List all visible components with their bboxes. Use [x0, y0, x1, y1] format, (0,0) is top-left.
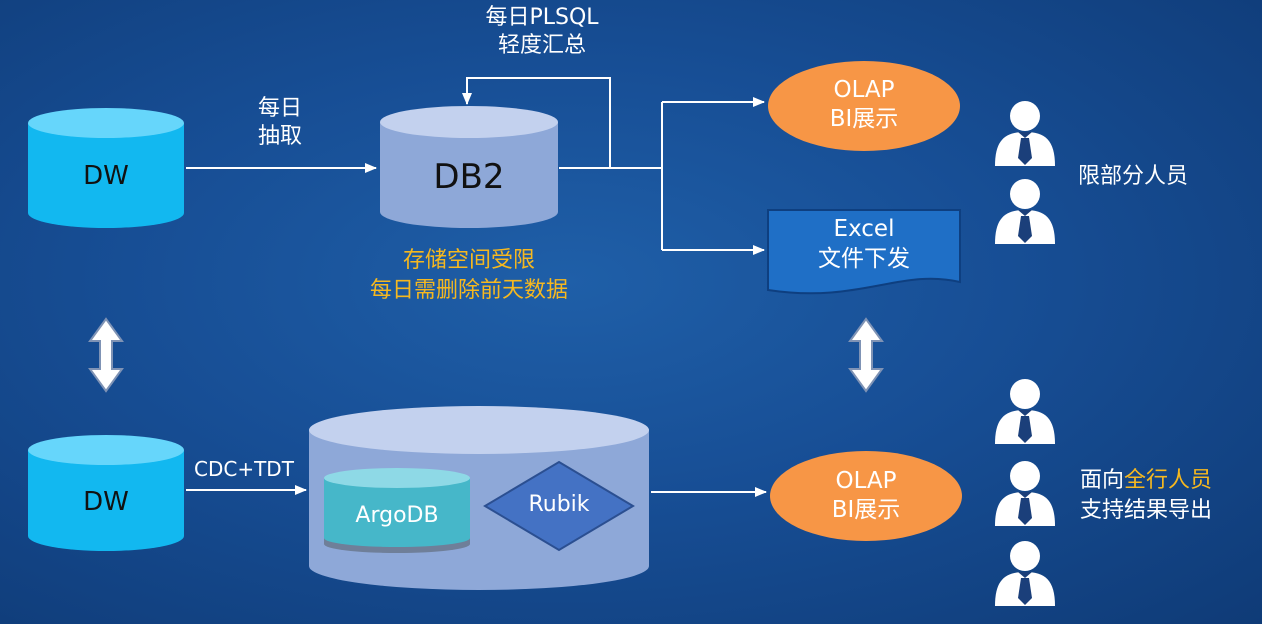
- dw-cylinder-bottom: [28, 435, 184, 551]
- person-icon: [995, 541, 1055, 606]
- dw-label-bottom: DW: [83, 487, 129, 517]
- excel-line2: 文件下发: [818, 246, 910, 272]
- audience-bottom: 面向全行人员 支持结果导出: [1080, 466, 1212, 526]
- storage-warning-line1: 存储空间受限: [402, 248, 535, 273]
- extract-label: 每日 抽取: [240, 95, 320, 151]
- plsql-label-line1: 每日PLSQL: [485, 5, 599, 30]
- olap-bottom-line2: BI展示: [831, 497, 901, 523]
- extract-label-line2: 抽取: [257, 124, 302, 149]
- person-icon: [995, 101, 1055, 166]
- plsql-label-line2: 轻度汇总: [497, 33, 586, 58]
- person-icon: [995, 461, 1055, 526]
- olap-ellipse-top: [768, 61, 960, 151]
- olap-ellipse-bottom: [770, 451, 962, 541]
- updown-arrow-icon-right: [849, 318, 883, 392]
- person-icon: [995, 379, 1055, 444]
- excel-document: [767, 209, 961, 295]
- olap-bottom-line1: OLAP: [835, 468, 897, 494]
- plsql-label: 每日PLSQL 轻度汇总: [462, 4, 622, 60]
- argodb-label: ArgoDB: [355, 503, 439, 528]
- plsql-loop-arrow: [462, 77, 611, 168]
- updown-arrow-icon-left: [89, 318, 123, 392]
- excel-label: Excel 文件下发: [784, 214, 944, 274]
- audience-bottom-line1: 面向全行人员: [1080, 466, 1212, 496]
- rubik-diamond: [483, 460, 635, 552]
- dw-label-top: DW: [83, 161, 129, 191]
- storage-warning: 存储空间受限 每日需删除前天数据: [339, 246, 599, 306]
- excel-line1: Excel: [833, 216, 895, 242]
- argodb-cylinder: [324, 468, 470, 553]
- olap-label-bottom: OLAP BI展示: [786, 467, 946, 525]
- audience-top: 限部分人员: [1078, 164, 1189, 189]
- audience-prefix: 面向: [1080, 468, 1125, 493]
- audience-highlight: 全行人员: [1124, 468, 1213, 493]
- storage-warning-line2: 每日需删除前天数据: [369, 278, 568, 303]
- db2-label: DB2: [433, 157, 505, 197]
- extract-label-line1: 每日: [257, 96, 302, 121]
- person-icon: [995, 179, 1055, 244]
- cdc-label: CDC+TDT: [194, 457, 294, 481]
- olap-label-top: OLAP BI展示: [784, 76, 944, 134]
- olap-top-line1: OLAP: [833, 77, 895, 103]
- olap-top-line2: BI展示: [829, 106, 899, 132]
- db2-cylinder: [380, 106, 558, 228]
- rubik-label: Rubik: [528, 492, 590, 517]
- dw-cylinder-top: [28, 108, 184, 228]
- audience-bottom-line2: 支持结果导出: [1080, 498, 1213, 523]
